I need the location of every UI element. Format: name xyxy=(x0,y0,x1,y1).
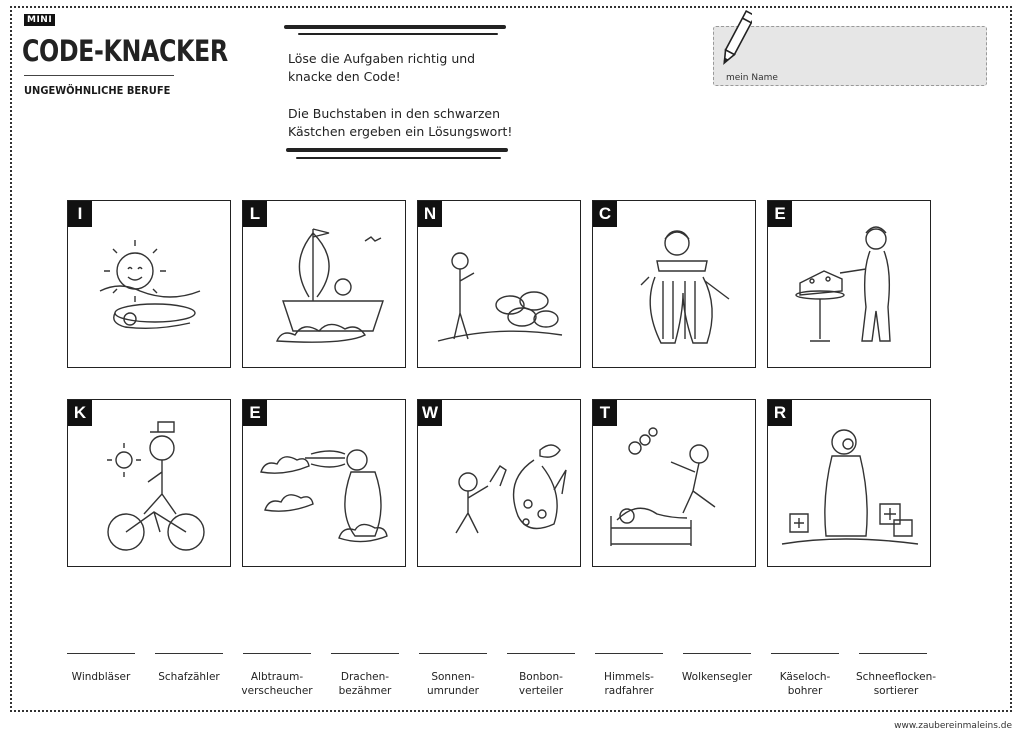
picture-card: K xyxy=(67,399,231,567)
code-letter: E xyxy=(243,400,267,426)
picture-card: T xyxy=(592,399,756,567)
answer-label: Drachen- bezähmer xyxy=(338,671,392,697)
code-letter: K xyxy=(68,400,92,426)
answer-line[interactable] xyxy=(419,653,487,654)
wind-blower-icon xyxy=(260,449,388,543)
code-letter: E xyxy=(768,201,792,227)
answer-label: Albtraum- verscheucher xyxy=(241,671,313,697)
answer-label: Bonbon- verteiler xyxy=(518,671,564,697)
brush-stroke-top-thin xyxy=(298,33,498,35)
answer-label: Himmels- radfahrer xyxy=(604,671,654,697)
picture-card: R xyxy=(767,399,931,567)
code-letter: R xyxy=(768,400,792,426)
answer-label: Windbläser xyxy=(71,671,131,683)
sheep-counter-icon xyxy=(437,252,563,342)
title-divider xyxy=(24,75,174,76)
code-letter: C xyxy=(593,201,617,227)
candy-seller-icon xyxy=(640,230,730,344)
worksheet-frame xyxy=(10,6,1012,712)
answer-line[interactable] xyxy=(595,653,663,654)
instruction-line-3: Die Buchstaben in den schwarzen xyxy=(288,106,501,121)
answer-line[interactable] xyxy=(67,653,135,654)
pencil-icon xyxy=(723,9,752,65)
answer-line[interactable] xyxy=(243,653,311,654)
code-letter: L xyxy=(243,201,267,227)
footer-url: www.zaubereinmaleins.de xyxy=(894,721,1012,731)
answer-line[interactable] xyxy=(859,653,927,654)
code-letter: N xyxy=(418,201,442,227)
cloud-boat-icon xyxy=(275,228,384,343)
answer-line[interactable] xyxy=(771,653,839,654)
instruction-line-4: Kästchen ergeben ein Lösungswort! xyxy=(288,124,513,139)
sun-cyclist-icon xyxy=(107,421,205,551)
picture-card: W xyxy=(417,399,581,567)
answer-label: Schafzähler xyxy=(158,671,220,683)
picture-card: N xyxy=(417,200,581,368)
worksheet-title: CODE-KNACKER xyxy=(22,34,228,68)
mini-tag: MINI xyxy=(24,14,56,26)
name-field-label: mein Name xyxy=(726,73,778,83)
code-letter: W xyxy=(418,400,442,426)
name-field[interactable]: mein Name xyxy=(713,26,987,86)
instruction-line-2: knacke den Code! xyxy=(288,69,401,84)
nightmare-chaser-icon xyxy=(610,427,716,546)
code-letter: I xyxy=(68,201,92,227)
picture-card: I xyxy=(67,200,231,368)
answer-line[interactable] xyxy=(331,653,399,654)
instruction-line-1: Löse die Aufgaben richtig und xyxy=(288,51,476,66)
picture-card: E xyxy=(767,200,931,368)
snowflake-sorter-icon xyxy=(781,429,919,545)
picture-card: C xyxy=(592,200,756,368)
sun-airplane-icon xyxy=(99,240,201,330)
code-letter: T xyxy=(593,400,617,426)
dragon-tamer-icon xyxy=(455,444,567,534)
picture-card: E xyxy=(242,399,406,567)
answer-label: Sonnen- umrunder xyxy=(427,671,479,697)
cheese-driller-icon xyxy=(795,226,891,342)
answer-label: Käseloch- bohrer xyxy=(779,671,831,697)
answer-label: Schneeflocken- sortierer xyxy=(855,671,937,697)
brush-stroke-bottom xyxy=(286,148,508,152)
answer-label: Wolkensegler xyxy=(681,671,753,683)
brush-stroke-top xyxy=(284,25,506,29)
worksheet-subtitle: UNGEWÖHNLICHE BERUFE xyxy=(24,84,171,97)
answer-line[interactable] xyxy=(155,653,223,654)
answer-line[interactable] xyxy=(507,653,575,654)
brush-stroke-bottom-thin xyxy=(296,157,501,159)
answer-line[interactable] xyxy=(683,653,751,654)
picture-card: L xyxy=(242,200,406,368)
